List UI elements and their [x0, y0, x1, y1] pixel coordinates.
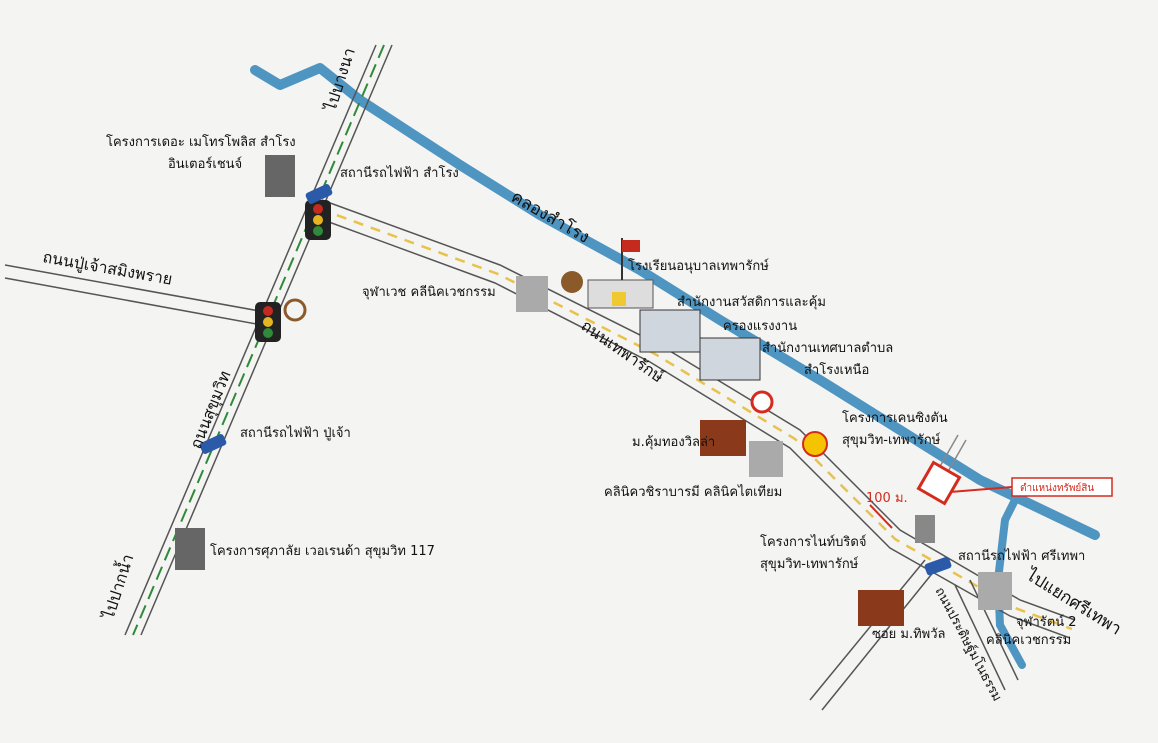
distance-label: 100 ม.: [866, 491, 908, 506]
direction-to-paknam: ไปปากน้ำ: [96, 551, 137, 623]
place-municipal: สำนักงานเทศบาลตำบล: [762, 341, 893, 356]
school-building-icon: [587, 238, 654, 309]
place-soi-tipwan: ซอย ม.ทิพวัล: [872, 627, 946, 642]
place-jparat-2: คลินิคเวชกรรม: [986, 633, 1071, 648]
canal: [250, 63, 1100, 669]
building-icon: [175, 155, 1012, 610]
place-wachira: คลินิควชิราบารมี คลินิคไตเทียม: [604, 484, 782, 500]
place-kensington-2: สุขุมวิท-เทพารักษ์: [842, 432, 941, 448]
side-roads: [809, 434, 1019, 711]
interchange-icon: [283, 298, 307, 322]
property-label: ตำแหน่งทรัพย์สิน: [1020, 482, 1094, 494]
place-chulavej: จุฬาเวช คลีนิคเวชกรรม: [362, 284, 496, 300]
place-welfare: สำนักงานสวัสดิการและคุ้ม: [677, 295, 826, 310]
direction-to-bangna: ไปบางนา: [320, 45, 359, 115]
place-school: โรงเรียนอนุบาลเทพารักษ์: [628, 258, 769, 274]
place-supalai: โครงการศุภาลัย เวอเรนด้า สุขุมวิท 117: [210, 543, 435, 559]
theparak-road: [317, 199, 1076, 639]
traffic-light-icon: [305, 200, 331, 240]
bts-train-icon: [199, 184, 952, 576]
shell-logo-icon: [802, 431, 828, 457]
office-building-icon: [639, 309, 761, 381]
property-marker: [869, 460, 1113, 529]
place-jparat: จุฬารัตน์ 2: [1016, 614, 1077, 630]
place-metropolis-2: อินเตอร์เชนจ์: [168, 156, 242, 172]
caltex-logo-icon: [750, 390, 774, 414]
place-metropolis: โครงการเดอะ เมโทรโพลิส สำโรง: [106, 134, 296, 150]
school-logo-icon: [561, 271, 583, 293]
place-welfare-2: ครองแรงงาน: [723, 319, 797, 334]
place-bts-samrong: สถานีรถไฟฟ้า สำโรง: [340, 165, 459, 181]
place-bts-srithepa: สถานีรถไฟฟ้า ศรีเทพา: [958, 548, 1085, 564]
place-municipal-2: สำโรงเหนือ: [804, 362, 869, 378]
place-bts-pujao: สถานีรถไฟฟ้า ปู่เจ้า: [240, 425, 351, 441]
traffic-light-icon: [255, 302, 281, 342]
canal-label: คลองสำโรง: [508, 186, 594, 248]
pujao-road: [4, 264, 266, 326]
place-knightsbridge: โครงการไนท์บริดจ์: [760, 534, 866, 550]
place-kensington: โครงการเคนซิงตัน: [842, 410, 948, 426]
place-knightsbridge-2: สุขุมวิท-เทพารักษ์: [760, 556, 859, 572]
house-icon: [700, 420, 904, 626]
place-khumthong: ม.คุ้มทองวิลล่า: [632, 435, 715, 450]
